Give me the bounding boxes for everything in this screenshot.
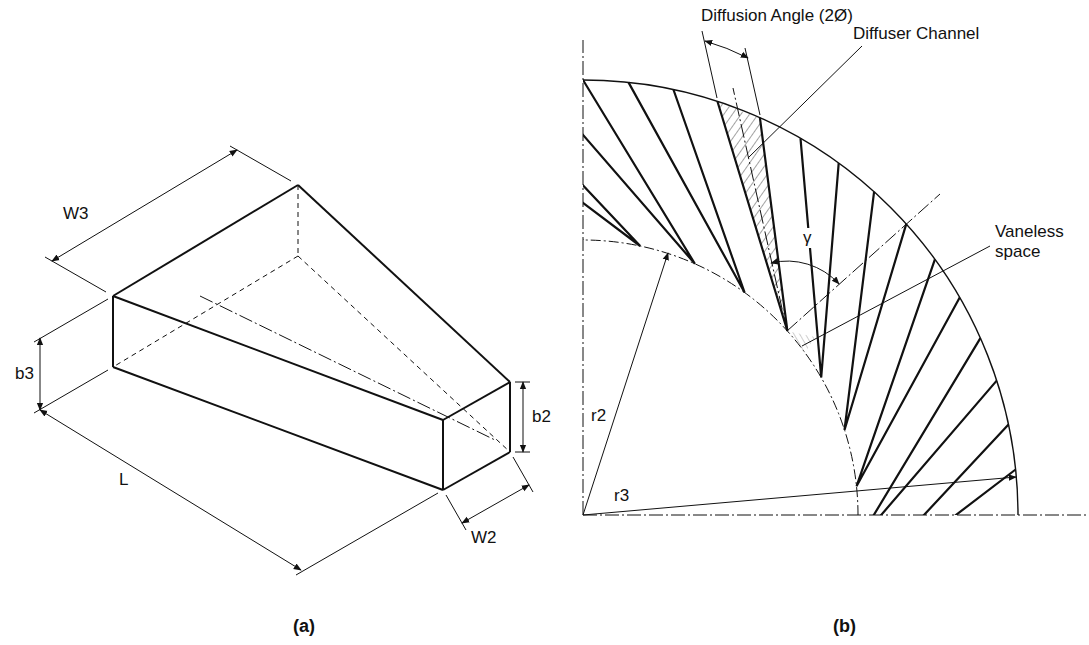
outer-radius-arc xyxy=(583,80,1018,515)
vane-line xyxy=(801,138,839,377)
part-label: Diffuser Channel xyxy=(852,24,980,44)
dimension-label: W2 xyxy=(470,528,498,548)
radius-label: r3 xyxy=(613,486,630,506)
dimension-label: b3 xyxy=(14,364,35,384)
vane-line xyxy=(583,80,695,264)
dimension-label: L xyxy=(118,470,129,490)
axes xyxy=(583,40,1086,515)
centerline xyxy=(200,296,495,440)
vane-line xyxy=(845,192,907,430)
dimension-label: W3 xyxy=(62,204,90,224)
diffuser-vanes xyxy=(583,80,1016,515)
angle-symbol: γ xyxy=(802,228,813,248)
vaneless-hatch xyxy=(787,331,815,353)
vane-line xyxy=(583,90,640,247)
annotation-lines xyxy=(583,31,1016,515)
dimension-label: b2 xyxy=(531,407,552,427)
vane-line xyxy=(629,82,745,292)
channel-hatch xyxy=(717,101,787,331)
angle-label: Diffusion Angle (2Ø) xyxy=(700,6,854,26)
channel-box xyxy=(113,185,510,490)
dimension-lines xyxy=(34,146,533,575)
vane-line xyxy=(845,425,1016,515)
inner-radius-arc xyxy=(583,240,858,515)
vane-line xyxy=(717,101,787,331)
panel-label: (b) xyxy=(832,616,857,636)
vane-line xyxy=(857,259,960,486)
radius-label: r2 xyxy=(590,406,607,426)
part-label: Vaneless space xyxy=(994,222,1080,262)
panel-label: (a) xyxy=(292,616,316,636)
hidden-edges xyxy=(113,185,510,452)
